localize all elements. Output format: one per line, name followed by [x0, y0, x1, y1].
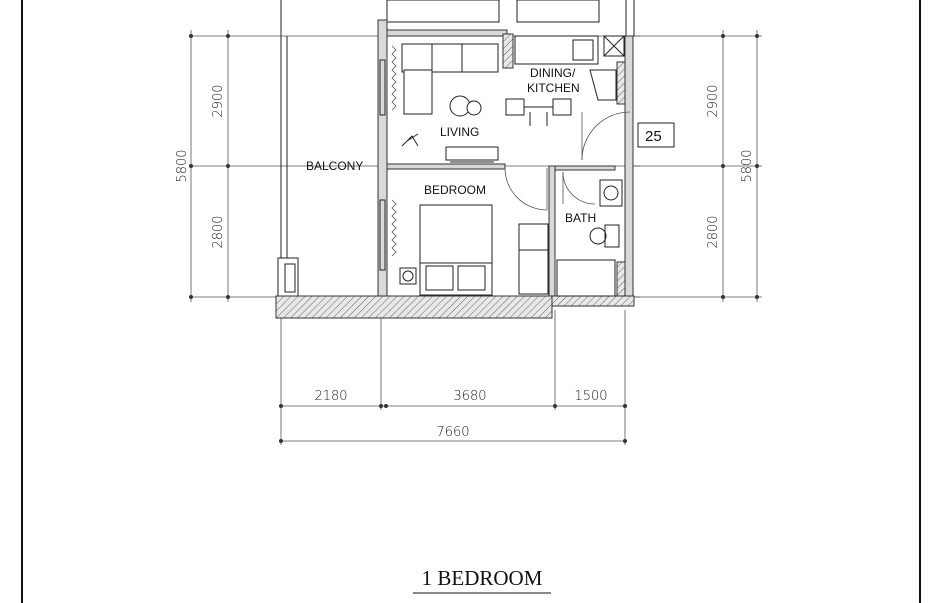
room-label-living: LIVING: [440, 125, 479, 139]
dim-right-lower: 2800: [706, 215, 721, 248]
entry-symbol: [401, 133, 419, 147]
unit-number-box: 25: [637, 122, 675, 148]
dim-bottom-total: 7660: [436, 425, 469, 440]
walls: [275, 19, 635, 319]
balcony-area: [277, 36, 299, 299]
dim-bottom-3: 1500: [574, 389, 607, 404]
room-label-dining-kitchen-2: KITCHEN: [527, 81, 580, 95]
doors: [504, 111, 631, 211]
bedroom-furniture: [399, 204, 549, 296]
unit-title: 1 BEDROOM: [422, 566, 543, 590]
adjacent-unit-outline: [280, 0, 635, 36]
room-label-balcony: BALCONY: [306, 159, 363, 173]
kitchen-counter: [514, 35, 625, 101]
dim-right-upper: 2900: [706, 84, 721, 117]
bottom-dimension-lines: [279, 310, 627, 445]
curtains: [391, 45, 397, 257]
dim-left-lower: 2800: [211, 215, 226, 248]
dim-bottom-1: 2180: [314, 389, 347, 404]
dining-set: [505, 98, 572, 126]
unit-number: 25: [645, 128, 662, 145]
sheet-frame: [21, 0, 921, 603]
room-label-bath: BATH: [565, 211, 596, 225]
dim-right-total: 5800: [740, 149, 755, 182]
dim-bottom-2: 3680: [453, 389, 486, 404]
room-label-bedroom: BEDROOM: [424, 183, 486, 197]
dim-left-total: 5800: [175, 149, 190, 182]
bath-fixtures: [556, 179, 623, 297]
dim-left-upper: 2900: [211, 84, 226, 117]
right-dimension-lines: [630, 30, 762, 302]
room-label-dining-kitchen-1: DINING/: [530, 66, 576, 80]
living-furniture: [401, 43, 499, 163]
